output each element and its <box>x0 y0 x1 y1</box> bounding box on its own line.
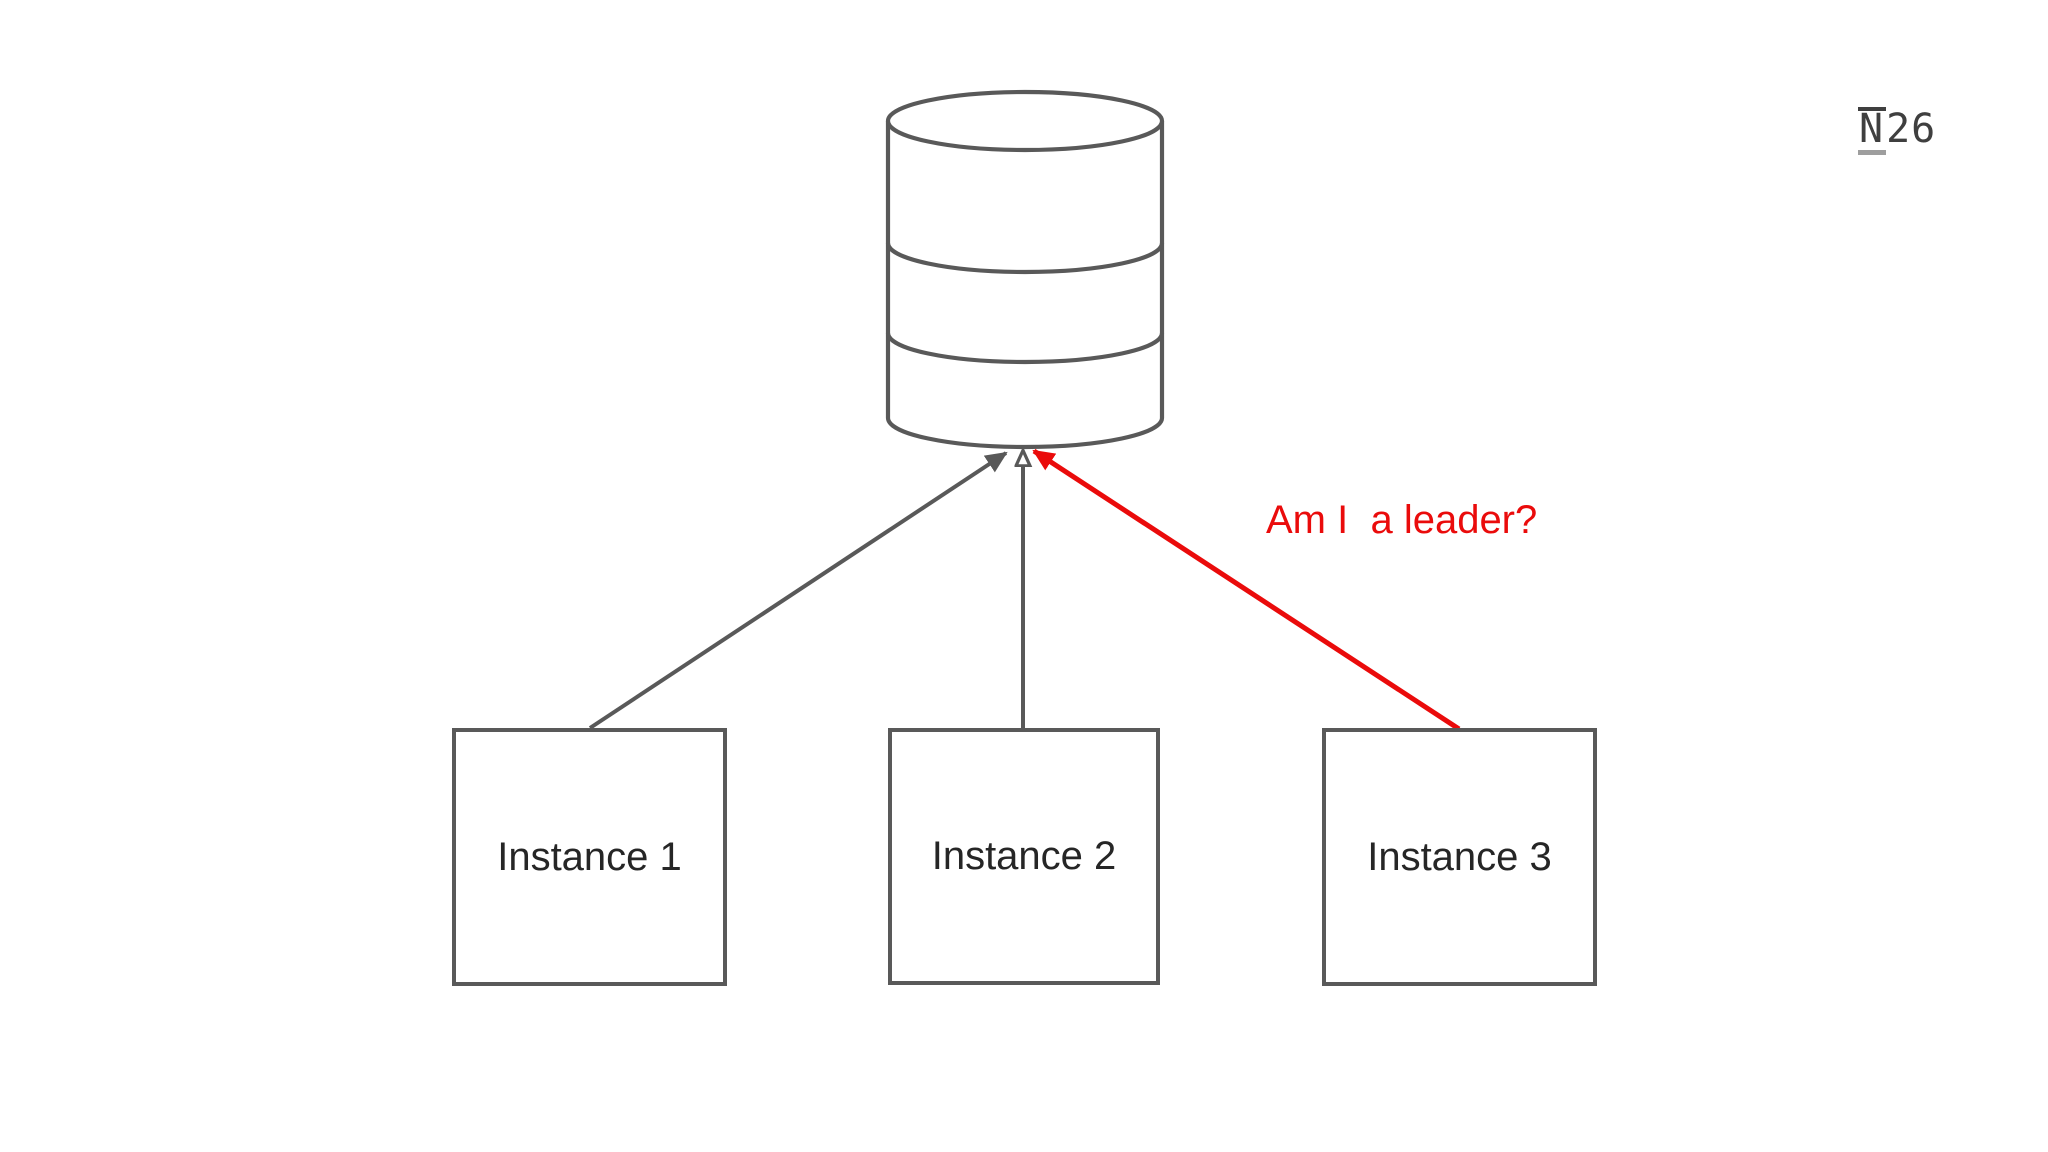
instance-2-box: Instance 2 <box>888 728 1160 985</box>
instance-1-box: Instance 1 <box>452 728 727 986</box>
database-icon <box>885 89 1165 450</box>
n26-logo-suffix: 26 <box>1886 106 1937 152</box>
instance-3-label: Instance 3 <box>1367 834 1552 879</box>
connector-instance-3-to-db <box>1032 448 1461 732</box>
n26-logo-n: N <box>1858 107 1887 156</box>
instance-2-label: Instance 2 <box>931 834 1117 878</box>
instance-1-label: Instance 1 <box>497 834 682 879</box>
instance-3-box: Instance 3 <box>1322 728 1597 986</box>
connector-instance-1-to-db <box>588 451 1008 730</box>
leader-question-label: Am I a leader? <box>1266 498 1538 542</box>
